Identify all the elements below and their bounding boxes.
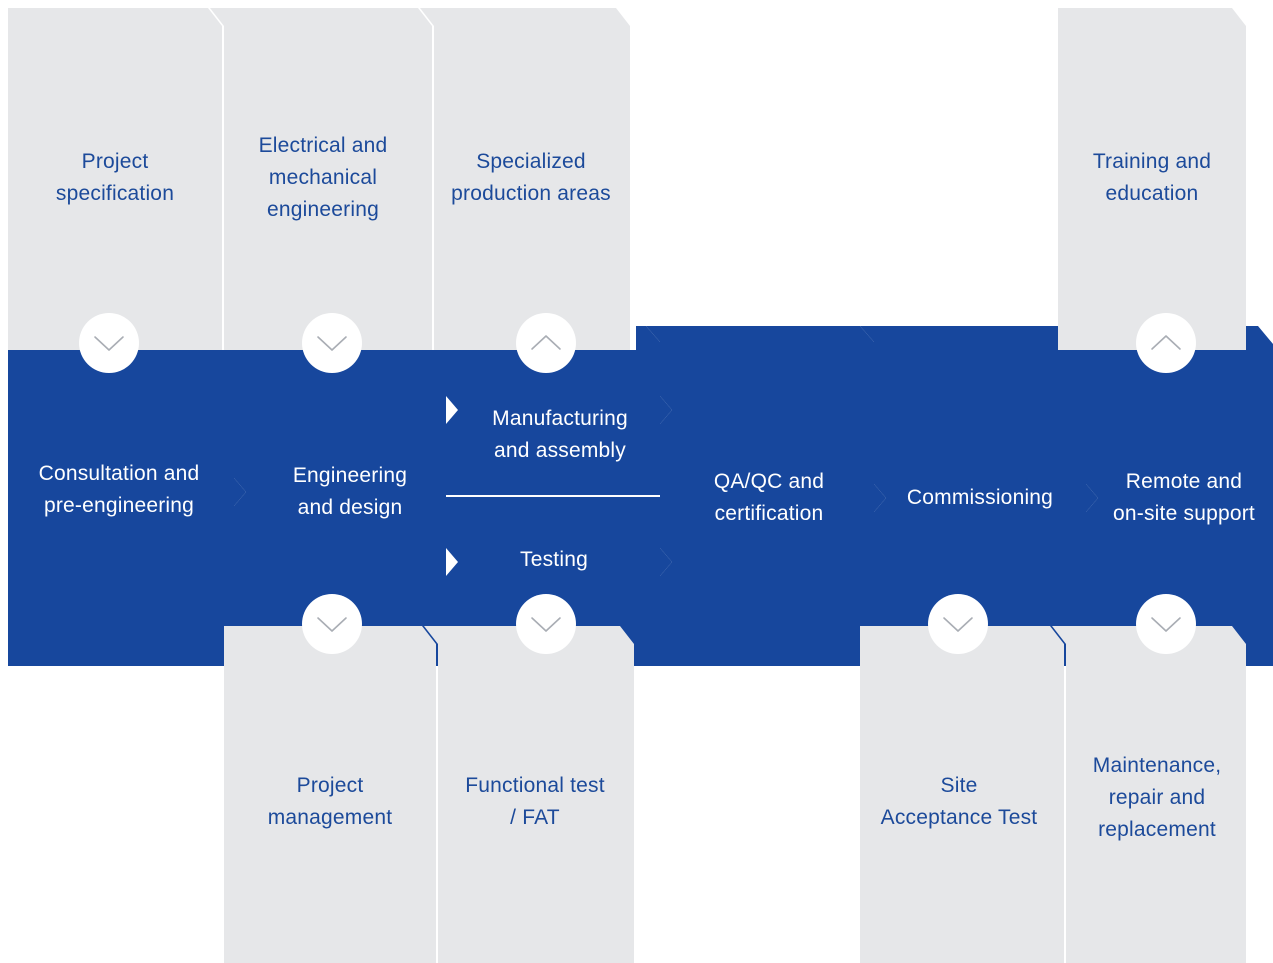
toggle-button-training-education[interactable] xyxy=(1136,313,1196,373)
chevron-down-icon xyxy=(317,336,347,351)
step-engineering-design xyxy=(234,350,446,666)
card-maintenance-repair xyxy=(1052,626,1246,963)
chevron-down-icon xyxy=(943,617,973,632)
card-training-education xyxy=(1058,8,1246,350)
toggle-button-project-management[interactable] xyxy=(302,594,362,654)
chevron-down-icon xyxy=(1151,617,1181,632)
chevron-down-icon xyxy=(94,336,124,351)
step-consultation xyxy=(8,350,246,666)
step-testing xyxy=(446,496,672,666)
step-qa-qc-certification xyxy=(646,326,886,666)
chevron-up-icon xyxy=(1151,335,1181,350)
card-project-management xyxy=(224,626,436,963)
toggle-button-specialized-production-areas[interactable] xyxy=(516,313,576,373)
toggle-button-functional-test-fat[interactable] xyxy=(516,594,576,654)
card-site-acceptance-test xyxy=(860,626,1064,963)
step-remote-onsite-support xyxy=(1086,326,1273,666)
chevron-down-icon xyxy=(531,617,561,632)
step-commissioning xyxy=(860,326,1098,666)
toggle-button-maintenance-repair[interactable] xyxy=(1136,594,1196,654)
toggle-button-site-acceptance-test[interactable] xyxy=(928,594,988,654)
chevron-up-icon xyxy=(531,335,561,350)
step-manufacturing-assembly xyxy=(446,326,672,496)
card-electrical-mechanical-engineering xyxy=(210,8,432,350)
card-specialized-production-areas xyxy=(420,8,630,350)
toggle-button-electrical-mechanical-engineering[interactable] xyxy=(302,313,362,373)
toggle-button-project-specification[interactable] xyxy=(79,313,139,373)
card-functional-test-fat xyxy=(424,626,634,963)
card-project-specification xyxy=(8,8,222,350)
chevron-down-icon xyxy=(317,617,347,632)
